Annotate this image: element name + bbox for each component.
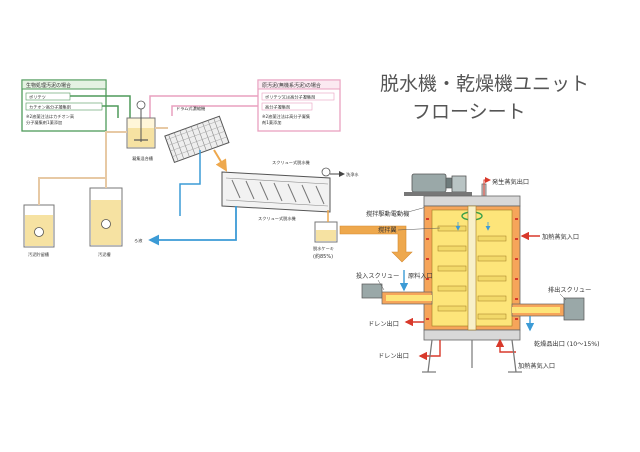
stirrer-leader [397, 227, 441, 231]
cake-label: 脱水ケーキ [313, 245, 334, 252]
title-line-1: 脱水機・乾燥機ユニット [380, 73, 589, 95]
bio-note-1: ※2液薬注法はカチオン高 [26, 113, 74, 120]
steam-in-arrow-2 [495, 338, 516, 353]
sludge-pump [101, 219, 111, 229]
drain-out-label-1: ドレン出口 [368, 320, 399, 328]
dryer-legs [422, 339, 522, 373]
raw-item-box-2 [261, 102, 313, 111]
bio-item-1: ポリテツ [29, 94, 46, 101]
drive-motor-cap [445, 177, 453, 189]
drain-out-label-2: ドレン出口 [378, 352, 409, 360]
discharge-screw-leader [559, 293, 567, 301]
cake-moisture: (約85%) [313, 253, 333, 260]
agitator-shaft [467, 205, 477, 331]
dry-out-label: 乾燥品出口 (10〜15%) [534, 340, 600, 348]
cake-to-dryer-arrow [339, 225, 413, 263]
drum-to-press [213, 149, 228, 172]
bio-note-2: 分子凝集剤1薬添加 [26, 119, 62, 126]
bio-header-bg [21, 79, 107, 90]
raw-note-1: ※2液薬注法は高分子凝集 [262, 113, 311, 120]
pink-line-2 [171, 105, 258, 116]
filtrate-label: ろ液 [134, 237, 143, 244]
excess-tank-label: 汚泥貯留槽 [28, 251, 50, 258]
blue-loop [179, 150, 201, 216]
feed-screw-leader [377, 279, 385, 291]
press-bottom-label: スクリュー式脱水機 [258, 215, 297, 222]
feed-screw-motor [361, 283, 383, 299]
screw-press-top-label: スクリュー式脱水機 [272, 159, 311, 166]
dryer-bottom [423, 329, 521, 341]
green-line-2 [102, 105, 119, 118]
stirrer-blades [437, 225, 507, 320]
material-in-label: 原料入口 [408, 272, 433, 280]
pink-line-1 [149, 95, 258, 118]
vapor-out-label: 発生蒸気出口 [492, 178, 529, 186]
steam-in-label-1: 加熱蒸気入口 [542, 233, 579, 241]
discharge-screw-motor [563, 297, 585, 321]
discharge-screw-core [512, 307, 560, 313]
sludge-tank-label: 汚泥槽 [98, 251, 111, 258]
screw-press [221, 167, 331, 213]
drive-motor [411, 173, 447, 193]
bio-header: 生物処理汚泥の場合 [26, 82, 71, 89]
filtrate-line [148, 206, 237, 246]
raw-header-bg [257, 79, 341, 90]
drain-arrow-2 [418, 340, 441, 361]
sludge-line-2 [105, 131, 127, 188]
feed-screw-core [386, 295, 432, 301]
dryer-top-lid [423, 195, 521, 207]
feed-screw-label: 投入スクリュー [356, 272, 399, 280]
green-line-1 [70, 95, 131, 118]
steam-in-label-2: 加熱蒸気入口 [518, 362, 555, 370]
cake-fill [316, 230, 336, 241]
gearbox [451, 175, 467, 193]
stirrer-label: 撹拌翼 [378, 226, 397, 234]
pink-line-label: ドラム式濃縮機 [176, 105, 206, 112]
press-vent-label: 洗浄水 [346, 171, 359, 178]
raw-item-1: ポリテツ又は高分子凝集剤 [265, 94, 315, 101]
discharge-screw-label: 排出スクリュー [548, 286, 591, 294]
mixing-tank-label: 凝集混合槽 [132, 155, 154, 162]
raw-note-2: 剤1薬添加 [262, 119, 281, 126]
title-line-2: フローシート [412, 101, 526, 123]
vapor-arrow [483, 177, 491, 196]
motor-base [404, 192, 472, 196]
bio-item-2: カチオン高分子凝集剤 [29, 104, 71, 111]
raw-item-2: 高分子凝集剤 [265, 104, 290, 111]
mixing-motor [136, 100, 146, 110]
drum-thickener [164, 115, 230, 164]
internal-arrows [455, 222, 491, 231]
raw-item-box-1 [261, 92, 335, 101]
raw-header: 原汚泥(無機系汚泥)の場合 [262, 82, 321, 89]
excess-pump [34, 227, 44, 237]
motor-label: 撹拌駆動電動機 [366, 210, 409, 218]
